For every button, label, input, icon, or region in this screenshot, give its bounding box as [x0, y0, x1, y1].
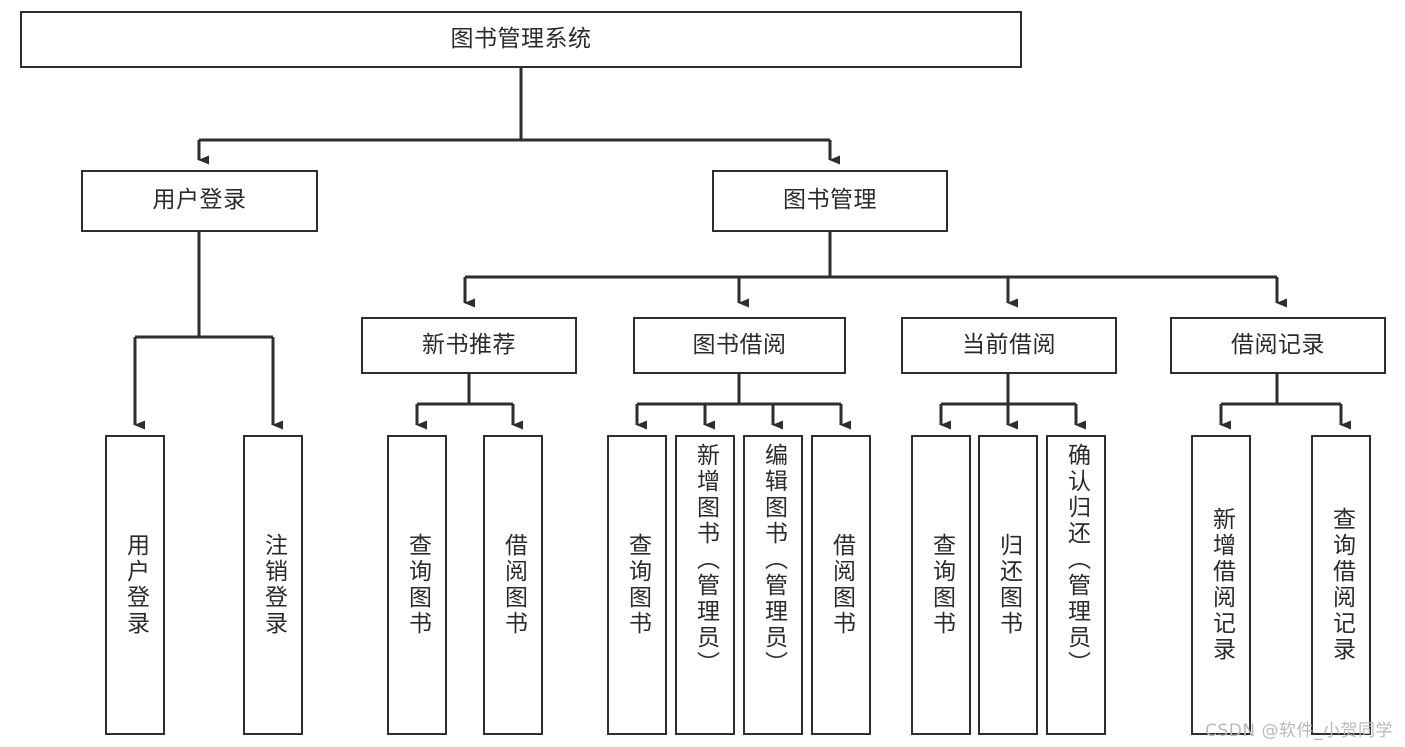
csdn-watermark: CSDN @软件_小贺同学: [1205, 721, 1393, 741]
leaf-borrow-record-add-record[interactable]: 新增借阅记录: [1191, 435, 1251, 735]
leaf-user-login-logout[interactable]: 注销登录: [243, 435, 303, 735]
node-label: 查询借阅记录: [1328, 507, 1355, 663]
node-label: 归还图书: [995, 533, 1022, 637]
node-label: 编辑图书（管理员）: [760, 443, 787, 677]
node-label: 借阅图书: [828, 533, 855, 637]
leaf-book-borrow-query-book[interactable]: 查询图书: [607, 435, 667, 735]
leaf-current-borrow-confirm-return-admin[interactable]: 确认归还（管理员）: [1046, 435, 1106, 735]
node-book-borrow[interactable]: 图书借阅: [633, 317, 846, 374]
node-label: 用户登录: [152, 187, 247, 214]
node-label: 用户登录: [122, 533, 149, 637]
node-label: 图书管理系统: [450, 25, 592, 52]
node-label: 新书推荐: [422, 331, 516, 358]
node-label: 图书借阅: [692, 331, 787, 358]
node-root-book-management-system[interactable]: 图书管理系统: [20, 11, 1022, 68]
node-label: 借阅记录: [1231, 331, 1325, 358]
leaf-new-book-borrow-book[interactable]: 借阅图书: [483, 435, 543, 735]
leaf-current-borrow-query-book[interactable]: 查询图书: [911, 435, 971, 735]
leaf-book-borrow-add-book-admin[interactable]: 新增图书（管理员）: [675, 435, 735, 735]
node-label: 图书管理: [783, 187, 877, 214]
node-label: 新增图书（管理员）: [692, 443, 719, 677]
node-label: 借阅图书: [500, 533, 527, 637]
leaf-book-borrow-edit-book-admin[interactable]: 编辑图书（管理员）: [743, 435, 803, 735]
node-label: 查询图书: [404, 533, 431, 637]
node-user-login[interactable]: 用户登录: [81, 170, 318, 232]
leaf-borrow-record-query-record[interactable]: 查询借阅记录: [1311, 435, 1371, 735]
node-book-management[interactable]: 图书管理: [712, 170, 948, 232]
leaf-user-login-login[interactable]: 用户登录: [105, 435, 165, 735]
node-label: 查询图书: [624, 533, 651, 637]
node-new-book-recommend[interactable]: 新书推荐: [361, 317, 577, 374]
node-label: 当前借阅: [962, 331, 1056, 358]
node-label: 确认归还（管理员）: [1063, 443, 1090, 677]
leaf-book-borrow-borrow-book[interactable]: 借阅图书: [811, 435, 871, 735]
leaf-new-book-query-book[interactable]: 查询图书: [387, 435, 447, 735]
node-label: 注销登录: [260, 533, 287, 637]
node-borrow-record[interactable]: 借阅记录: [1170, 317, 1386, 374]
node-label: 查询图书: [928, 533, 955, 637]
node-label: 新增借阅记录: [1208, 507, 1235, 663]
leaf-current-borrow-return-book[interactable]: 归还图书: [978, 435, 1038, 735]
node-current-borrow[interactable]: 当前借阅: [901, 317, 1117, 374]
